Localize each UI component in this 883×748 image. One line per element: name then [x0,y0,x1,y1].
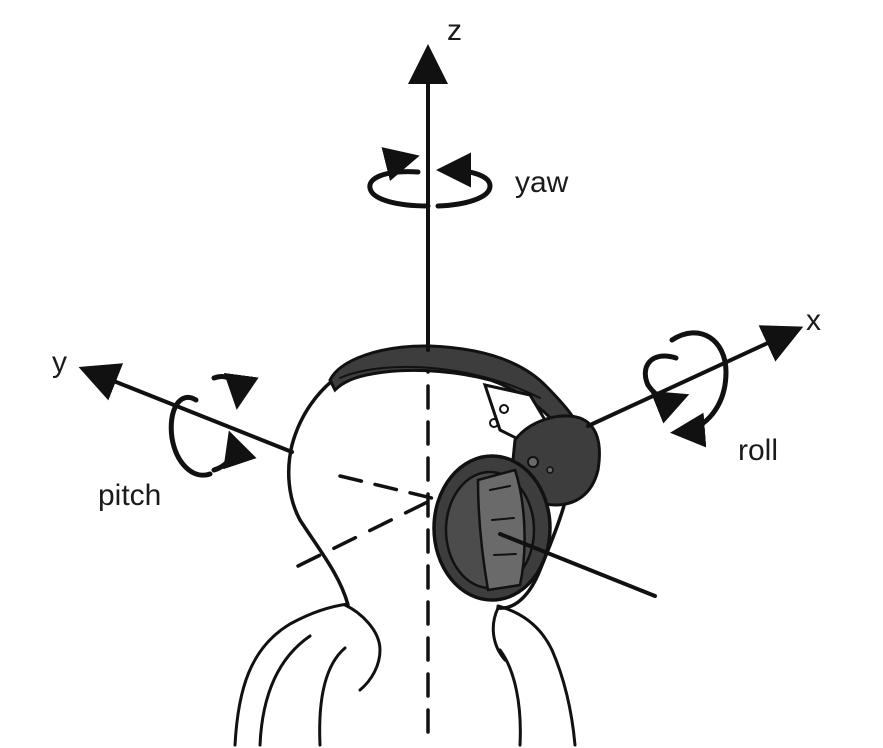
y-axis-line [78,363,294,454]
x-axis-segment-rear [498,532,657,598]
yaw-label: yaw [515,166,569,199]
roll-label: roll [738,434,778,467]
x-axis-segment-outer [586,325,804,428]
y-axis-dashed-inside [296,484,462,568]
body-outline [233,602,577,747]
headset [328,344,601,602]
x-axis-label: x [806,304,821,337]
z-axis-label: z [447,14,462,47]
y-axis-label: y [52,346,67,379]
roll-rotation-arrow-icon [642,330,729,448]
yaw-rotation-arrow-icon [367,147,493,209]
pitch-rotation-arrow-icon [168,372,259,478]
x-axis-dashed-inside [338,474,442,502]
pitch-label: pitch [98,479,161,512]
